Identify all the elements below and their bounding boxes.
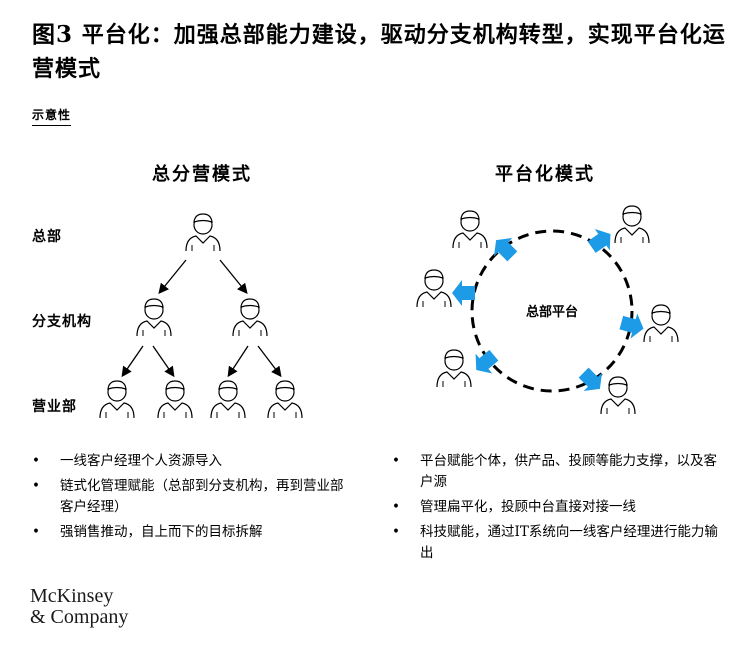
list-item: • 链式化管理赋能（总部到分支机构，再到营业部客户经理）	[32, 476, 347, 518]
outward-arrow-icon	[587, 229, 611, 253]
figure-title: 图3 平台化：加强总部能力建设，驱动分支机构转型，实现平台化运营模式	[32, 18, 732, 86]
outward-arrow-icon	[493, 237, 518, 262]
hierarchy-arrow	[219, 259, 248, 295]
figure-number: 3	[56, 21, 74, 48]
bullet-text: 科技赋能，通过IT系统向一线客户经理进行能力输出	[420, 524, 718, 561]
mckinsey-logo: McKinsey & Company	[30, 586, 128, 628]
bullet-dot-icon: •	[392, 524, 400, 540]
row-label-sales-office: 营业部	[32, 399, 77, 415]
left-bullet-list: • 一线客户经理个人资源导入 • 链式化管理赋能（总部到分支机构，再到营业部客户经理…	[32, 451, 347, 547]
hq-person-icon	[185, 213, 221, 252]
platform-center-label: 总部平台	[526, 304, 578, 320]
right-bullet-list: • 平台赋能个体，供产品、投顾等能力支撑，以及客户源 • 管理扁平化，投顾中台直接对…	[392, 451, 722, 568]
outward-arrow-icon	[578, 367, 603, 392]
bullet-dot-icon: •	[392, 499, 400, 515]
left-panel-heading: 总分营模式	[152, 164, 252, 185]
list-item: • 管理扁平化，投顾中台直接对接一线	[392, 497, 722, 518]
bullet-text: 平台赋能个体，供产品、投顾等能力支撑，以及客户源	[420, 453, 717, 490]
list-item: • 强销售推动，自上而下的目标拆解	[32, 522, 347, 543]
outward-arrow-icon	[475, 349, 499, 374]
bullet-dot-icon: •	[32, 478, 40, 494]
list-item: • 一线客户经理个人资源导入	[32, 451, 347, 472]
bullet-dot-icon: •	[32, 453, 40, 469]
illustrative-note: 示意性	[32, 106, 72, 126]
hierarchy-arrow	[257, 345, 282, 378]
list-item: • 平台赋能个体，供产品、投顾等能力支撑，以及客户源	[392, 451, 722, 493]
right-panel-heading: 平台化模式	[495, 164, 595, 185]
frontline-person-icon	[436, 349, 472, 388]
bullet-text: 一线客户经理个人资源导入	[60, 453, 222, 469]
outward-arrow-icon	[452, 280, 475, 306]
figure-title-text: 平台化：加强总部能力建设，驱动分支机构转型，实现平台化运营模式	[32, 22, 726, 82]
figure-prefix: 图	[32, 21, 56, 48]
hierarchy-arrow	[121, 345, 144, 378]
branch-person-icon	[136, 298, 172, 337]
sales-person-icon	[157, 380, 193, 419]
hierarchy-arrow	[227, 345, 249, 378]
bullet-dot-icon: •	[392, 453, 400, 469]
sales-person-icon	[99, 380, 135, 419]
branch-person-icon	[232, 298, 268, 337]
row-label-branch: 分支机构	[32, 314, 92, 330]
frontline-person-icon	[643, 304, 679, 343]
logo-line-1: McKinsey	[30, 585, 114, 607]
frontline-person-icon	[416, 269, 452, 308]
sales-person-icon	[267, 380, 303, 419]
bullet-text: 强销售推动，自上而下的目标拆解	[60, 524, 263, 540]
logo-line-2: & Company	[30, 606, 129, 628]
sales-person-icon	[210, 380, 246, 419]
platform-ring	[470, 229, 634, 393]
row-label-headquarters: 总部	[32, 229, 62, 245]
list-item: • 科技赋能，通过IT系统向一线客户经理进行能力输出	[392, 522, 722, 564]
frontline-person-icon	[452, 210, 488, 249]
bullet-text: 管理扁平化，投顾中台直接对接一线	[420, 499, 636, 515]
hierarchy-arrow	[158, 259, 187, 295]
bullet-text: 链式化管理赋能（总部到分支机构，再到营业部客户经理）	[60, 478, 344, 515]
outward-arrow-icon	[619, 313, 644, 339]
frontline-person-icon	[600, 376, 636, 415]
bullet-dot-icon: •	[32, 524, 40, 540]
frontline-person-icon	[614, 205, 650, 244]
hierarchy-arrow	[152, 345, 175, 378]
